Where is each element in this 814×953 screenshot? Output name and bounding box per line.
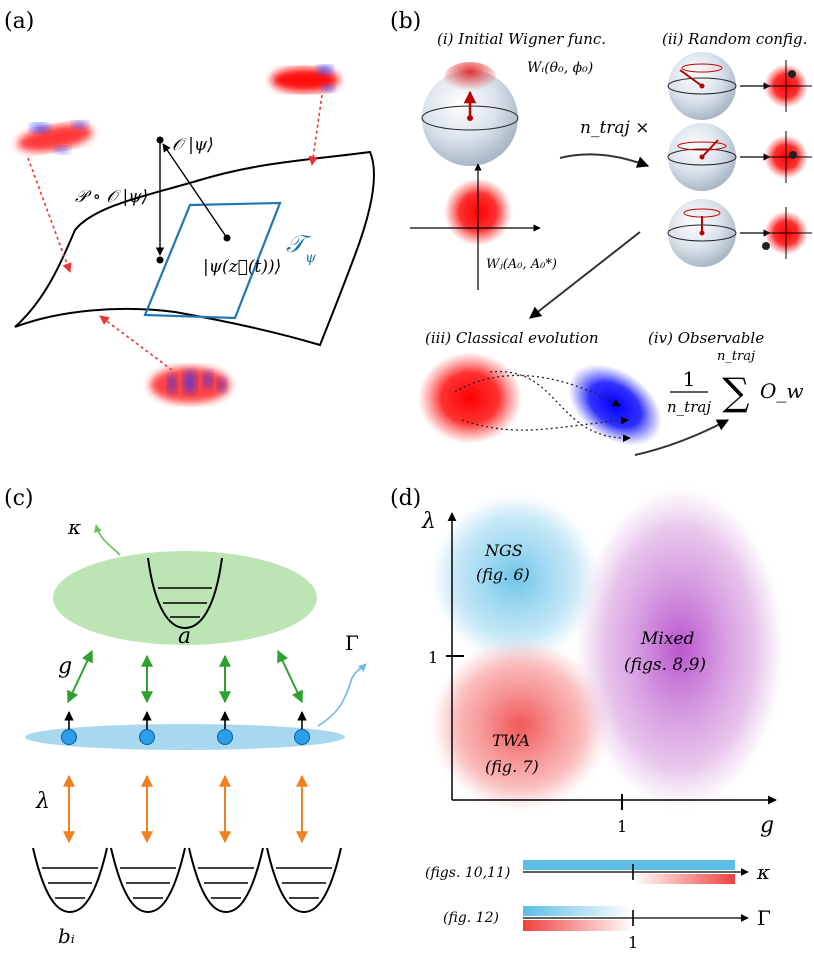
observable-sum-limit: n_traj — [717, 349, 755, 364]
region-twa-name: TWA — [492, 731, 530, 750]
region-twa-ref: (fig. 7) — [485, 757, 539, 776]
operator-arrow — [162, 143, 228, 239]
state-point-top — [156, 136, 164, 144]
x-axis-label: g — [760, 813, 774, 838]
region-ngs — [435, 498, 595, 658]
wigner-blob-bottom — [150, 367, 230, 403]
region-mixed-name: Mixed — [640, 629, 694, 649]
param-state-label: |ψ(z⃗(t))⟩ — [203, 257, 281, 277]
lambda-label: λ — [35, 789, 50, 814]
observable-term: O_w — [760, 379, 804, 403]
cavity-mode-label: a — [178, 624, 191, 649]
panel-a-label: (a) — [4, 9, 34, 34]
spin-ensemble-ellipse — [25, 724, 345, 750]
observable-denominator: n_traj — [667, 398, 711, 416]
projected-state-label: 𝒫 ∘ 𝒪 |ψ⟩ — [75, 187, 148, 207]
cavity-potential-well — [147, 557, 223, 630]
bloch-sphere-initial — [421, 62, 519, 166]
gamma-bar — [523, 906, 749, 931]
x-tick-label: 1 — [617, 817, 627, 836]
panel-c: (c) κ a g Γ λ — [4, 486, 367, 948]
random-config-2 — [667, 123, 812, 191]
cavity-mode-ellipse — [53, 551, 317, 645]
evolve-arrow — [529, 231, 641, 319]
kappa-bar — [523, 860, 749, 884]
observable-numerator: 1 — [683, 367, 696, 391]
kappa-bar-label: (figs. 10,11) — [425, 865, 510, 881]
coupling-arrow-1 — [67, 649, 93, 704]
kappa-bar-ngs — [523, 860, 735, 870]
gamma-label: Γ — [345, 631, 359, 655]
panel-d-label: (d) — [390, 486, 421, 511]
observable-arrow — [634, 419, 730, 456]
tangent-plane — [143, 201, 282, 320]
manifold-surface — [14, 150, 376, 347]
wigner-blob-right — [271, 65, 339, 92]
cavity-loss-arrow — [93, 524, 121, 556]
random-config-3 — [667, 199, 812, 267]
y-axis-label: λ — [421, 509, 436, 534]
region-twa — [435, 643, 605, 807]
panel-a: (a) 𝒯 ψ 𝒪 |ψ⟩ 𝒫 ∘ 𝒪 |ψ⟩ |ψ(z⃗(t))⟩ — [4, 9, 376, 403]
kappa-bar-axis: κ — [756, 860, 770, 884]
gamma-bar-twa — [523, 920, 633, 931]
panel-c-label: (c) — [4, 486, 34, 511]
region-mixed — [580, 493, 780, 803]
dotted-arrow-left — [27, 157, 72, 273]
random-config-1 — [667, 52, 812, 120]
oscillator-wells — [32, 847, 342, 914]
region-ngs-name: NGS — [484, 541, 523, 560]
kappa-label: κ — [67, 515, 81, 539]
region-ngs-ref: (fig. 6) — [476, 565, 530, 584]
step-iv-title: (iv) Observable — [648, 329, 764, 347]
state-point-projected — [156, 256, 164, 264]
step-i-title: (i) Initial Wigner func. — [437, 30, 606, 48]
panel-b: (b) (i) Initial Wigner func. (ii) Random… — [390, 9, 812, 456]
wigner-boson-initial — [410, 163, 541, 290]
oscillator-label: bᵢ — [58, 924, 75, 948]
wigner-boson-label: Wⱼ(A₀, A₀*) — [486, 257, 557, 272]
region-mixed-ref: (figs. 8,9) — [624, 655, 706, 675]
tangent-subscript: ψ — [305, 250, 317, 266]
gamma-bar-label: (fig. 12) — [443, 910, 499, 926]
gamma-bar-tick: 1 — [628, 933, 638, 952]
gamma-bar-axis: Γ — [757, 906, 771, 930]
gamma-bar-ngs — [523, 906, 633, 916]
step-iii-title: (iii) Classical evolution — [425, 329, 599, 347]
coupling-g-label: g — [58, 654, 72, 679]
panel-b-label: (b) — [390, 9, 421, 34]
ntraj-times-label: n_traj × — [580, 118, 649, 138]
wigner-blob-left — [17, 121, 93, 154]
evolution-blobs — [418, 352, 662, 446]
y-tick-label: 1 — [428, 648, 438, 667]
panel-d: (d) NGS (fig. 6) TWA (fig. 7) Mixed (fig… — [390, 486, 780, 952]
observable-sum: ∑ — [722, 370, 749, 414]
operator-state-label: 𝒪 |ψ⟩ — [172, 135, 214, 155]
sampling-arrow — [559, 153, 650, 168]
dotted-arrow-bottom — [99, 315, 173, 371]
dotted-arrow-right — [308, 94, 323, 166]
spin-loss-arrow — [317, 663, 367, 727]
observable-formula: 1 n_traj n_traj ∑ O_w — [667, 349, 803, 416]
coupling-arrow-4 — [277, 649, 303, 704]
wigner-spin-label: Wᵢ(θ₀, ϕ₀) — [527, 60, 593, 76]
spin-sites — [61, 711, 310, 745]
step-ii-title: (ii) Random config. — [662, 30, 807, 48]
kappa-bar-twa — [633, 874, 735, 884]
